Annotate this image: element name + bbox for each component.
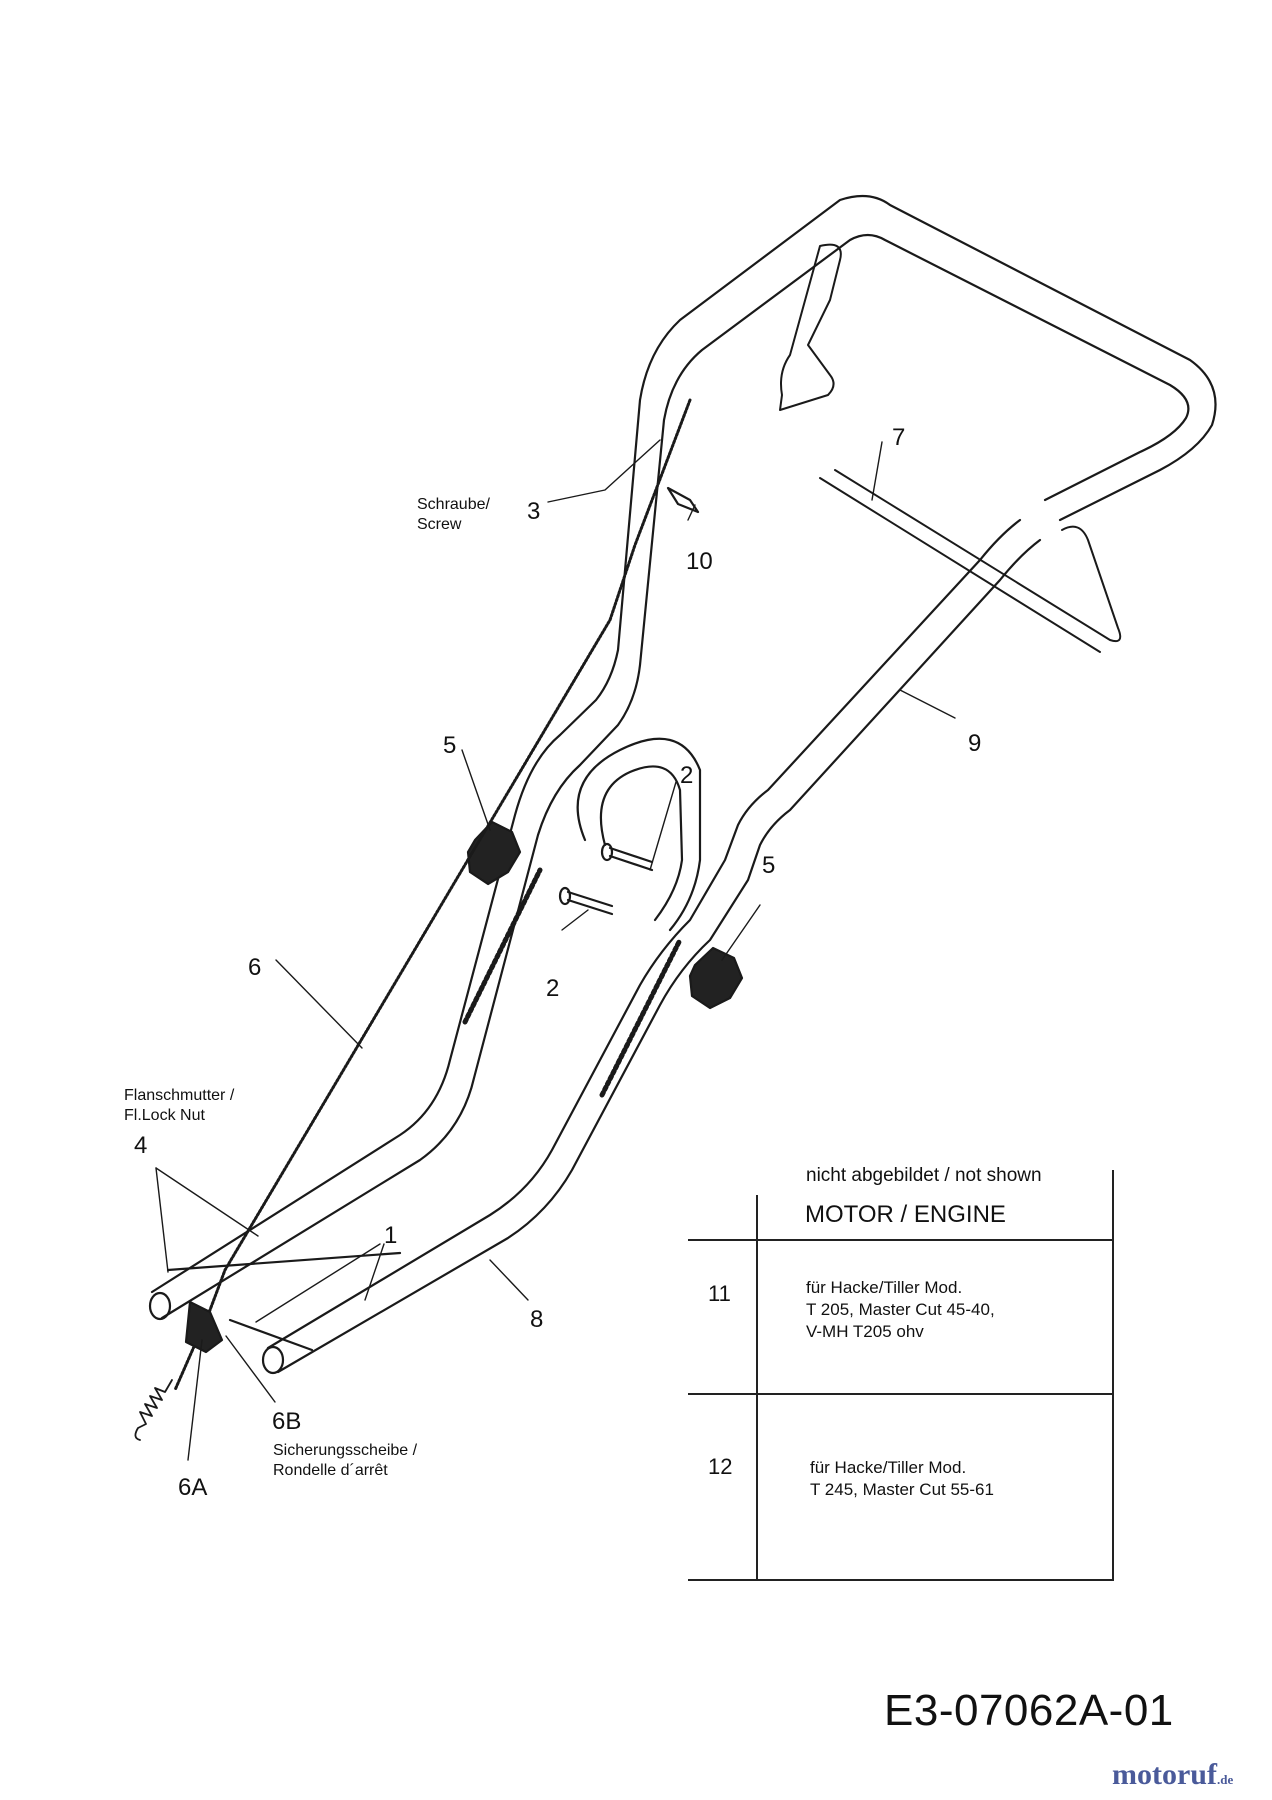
callout-2b: 2 xyxy=(546,975,560,1002)
callout-6b: 6B xyxy=(272,1408,302,1435)
callout-7: 7 xyxy=(892,424,906,451)
callout-3: 3 xyxy=(527,498,541,525)
note-screw-line1: Schraube/ xyxy=(417,496,490,513)
table-row-12-desc-line1: für Hacke/Tiller Mod. xyxy=(810,1458,967,1477)
callout-5a: 5 xyxy=(443,732,457,759)
diagram-code: E3-07062A-01 xyxy=(884,1686,1174,1735)
tube-end-cap-right xyxy=(261,1345,285,1375)
note-flange-nut-line2: Fl.Lock Nut xyxy=(124,1107,205,1124)
note-lock-washer: Sicherungsscheibe / Rondelle d´arrêt xyxy=(273,1441,417,1481)
note-lock-washer-line1: Sicherungsscheibe / xyxy=(273,1442,418,1459)
table-hline-mid xyxy=(688,1393,1114,1395)
table-row-11-num: 11 xyxy=(708,1281,731,1306)
brand-name: motoruf xyxy=(1112,1758,1217,1791)
table-row-12-desc: für Hacke/Tiller Mod. T 245, Master Cut … xyxy=(810,1457,994,1501)
table-row-12-num: 12 xyxy=(708,1454,733,1479)
cable-clip xyxy=(666,486,700,514)
note-lock-washer-line2: Rondelle d´arrêt xyxy=(273,1462,388,1479)
note-screw-line2: Screw xyxy=(417,516,462,533)
table-row-11-desc: für Hacke/Tiller Mod. T 205, Master Cut … xyxy=(806,1277,995,1343)
note-screw: Schraube/ Screw xyxy=(417,495,490,535)
adjust-rack-right xyxy=(599,937,683,1098)
table-vline-left xyxy=(756,1195,758,1581)
brand-suffix: .de xyxy=(1216,1772,1234,1787)
cable-adjuster xyxy=(184,1300,224,1354)
callout-2a: 2 xyxy=(680,762,694,789)
bolts xyxy=(558,842,654,916)
adjust-rack-left xyxy=(462,867,543,1025)
parts-not-shown-table: nicht abgebildet / not shown MOTOR / ENG… xyxy=(688,1165,1114,1581)
table-header: MOTOR / ENGINE xyxy=(805,1201,1006,1228)
star-knob-left xyxy=(466,820,522,886)
star-knob-right xyxy=(688,946,744,1010)
table-row-11-desc-line2: T 205, Master Cut 45-40, xyxy=(806,1300,995,1319)
note-flange-nut: Flanschmutter / Fl.Lock Nut xyxy=(124,1086,234,1126)
table-row-11-desc-line3: V-MH T205 ohv xyxy=(806,1322,924,1341)
tube-end-cap-left xyxy=(148,1291,172,1321)
cross-rod-upper xyxy=(166,1251,402,1272)
callout-8: 8 xyxy=(530,1306,544,1333)
control-bail xyxy=(779,243,1122,653)
lower-u-bar xyxy=(576,737,702,932)
callout-6a: 6A xyxy=(178,1474,208,1501)
callout-10: 10 xyxy=(686,548,713,575)
callout-6: 6 xyxy=(248,954,262,981)
left-handle-tube xyxy=(150,194,1217,1320)
table-hline-bottom xyxy=(688,1579,1114,1581)
bowden-cable xyxy=(173,398,692,1392)
note-flange-nut-line1: Flanschmutter / xyxy=(124,1087,235,1104)
callout-5b: 5 xyxy=(762,852,776,879)
callout-1: 1 xyxy=(384,1222,398,1249)
callout-4: 4 xyxy=(134,1132,148,1159)
brand-watermark: motoruf.de xyxy=(1112,1758,1233,1792)
cross-rod-lower xyxy=(228,1318,314,1352)
table-row-11-desc-line1: für Hacke/Tiller Mod. xyxy=(806,1278,963,1297)
table-hline-header xyxy=(688,1239,1114,1241)
callout-9: 9 xyxy=(968,730,982,757)
table-caption: nicht abgebildet / not shown xyxy=(806,1165,1042,1186)
leader-lines xyxy=(155,439,956,1461)
table-vline-right xyxy=(1112,1170,1114,1581)
cable-spring xyxy=(134,1379,173,1441)
table-row-12-desc-line2: T 245, Master Cut 55-61 xyxy=(810,1480,994,1499)
